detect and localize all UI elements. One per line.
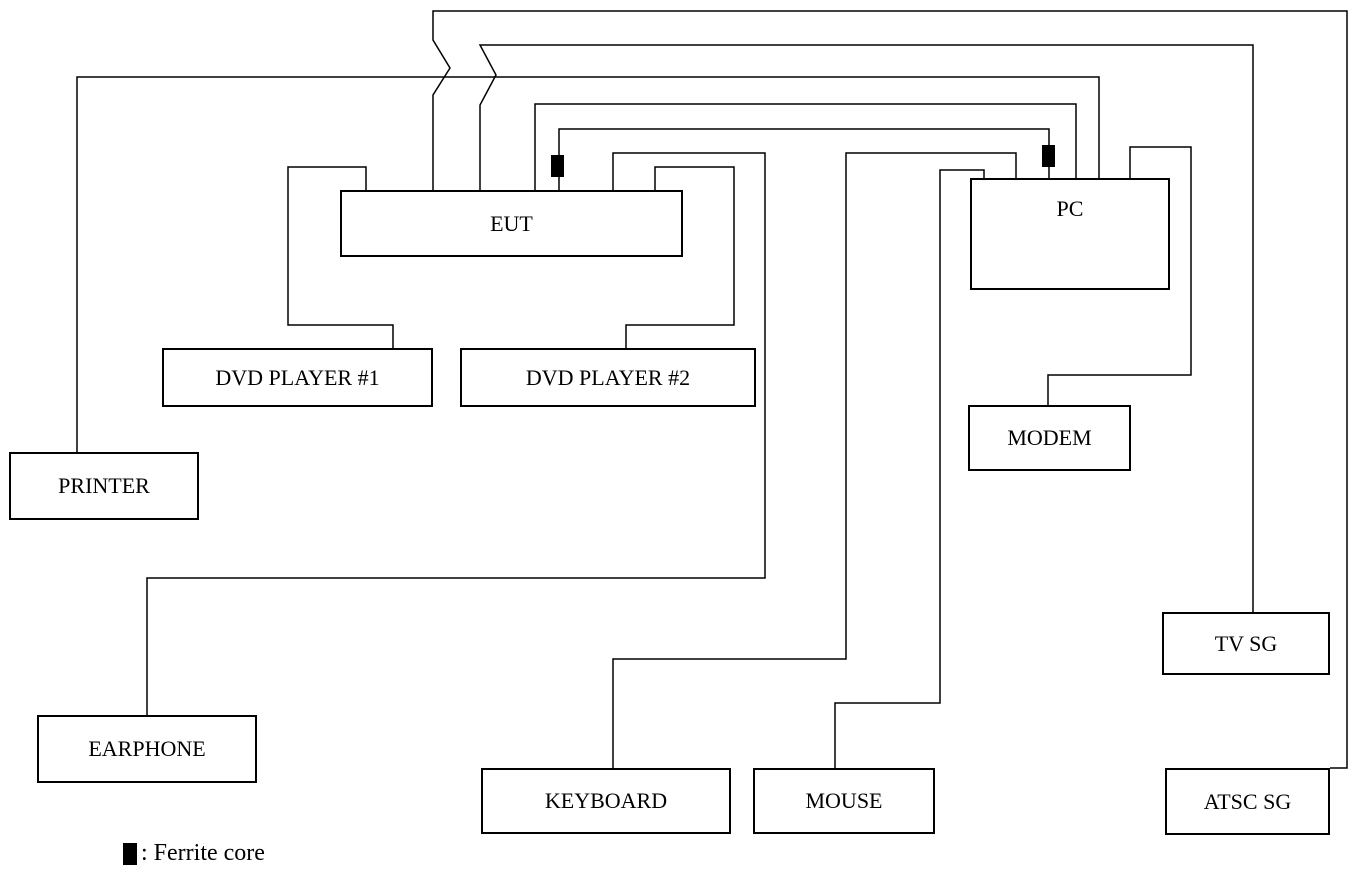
ferrite-core-legend-icon	[123, 842, 137, 865]
cable-pc-modem	[1047, 146, 1192, 405]
mouse-label: MOUSE	[805, 788, 883, 813]
ferrite-core-pc	[1042, 145, 1055, 167]
cable-eut-earphone	[146, 152, 766, 715]
atsc-sg-box: ATSC SG	[1165, 768, 1330, 835]
cable-pc-mouse	[834, 169, 985, 768]
cable-printer-pc	[76, 76, 1100, 452]
modem-box: MODEM	[968, 405, 1131, 471]
legend: : Ferrite core	[123, 840, 265, 867]
tv-sg-label: TV SG	[1214, 630, 1278, 656]
eut-label: EUT	[490, 210, 533, 236]
dvd-player-2-label: DVD PLAYER #2	[525, 364, 691, 390]
legend-text: : Ferrite core	[141, 840, 265, 866]
pc-box: PC	[970, 178, 1170, 290]
mouse-box: MOUSE	[753, 768, 935, 834]
cable-eut-atsc-sg	[432, 10, 1348, 769]
ferrite-core-eut	[551, 155, 564, 177]
dvd-player-2-box: DVD PLAYER #2	[460, 348, 756, 407]
dvd-player-1-box: DVD PLAYER #1	[162, 348, 433, 407]
eut-box: EUT	[340, 190, 683, 257]
keyboard-box: KEYBOARD	[481, 768, 731, 834]
dvd-player-1-label: DVD PLAYER #1	[215, 364, 380, 390]
cable-eut-dvd2	[625, 166, 735, 348]
cable-eut-pc-1	[534, 103, 1077, 190]
earphone-label: EARPHONE	[88, 736, 206, 761]
cable-eut-tv-sg	[478, 44, 1254, 612]
cable-pc-keyboard	[612, 152, 1017, 768]
printer-label: PRINTER	[58, 473, 150, 498]
pc-label: PC	[1056, 196, 1084, 221]
atsc-sg-label: ATSC SG	[1203, 788, 1292, 814]
printer-box: PRINTER	[9, 452, 199, 520]
earphone-box: EARPHONE	[37, 715, 257, 783]
cable-eut-dvd1	[287, 166, 394, 348]
tv-sg-box: TV SG	[1162, 612, 1330, 675]
modem-label: MODEM	[1007, 425, 1092, 450]
keyboard-label: KEYBOARD	[544, 788, 668, 813]
